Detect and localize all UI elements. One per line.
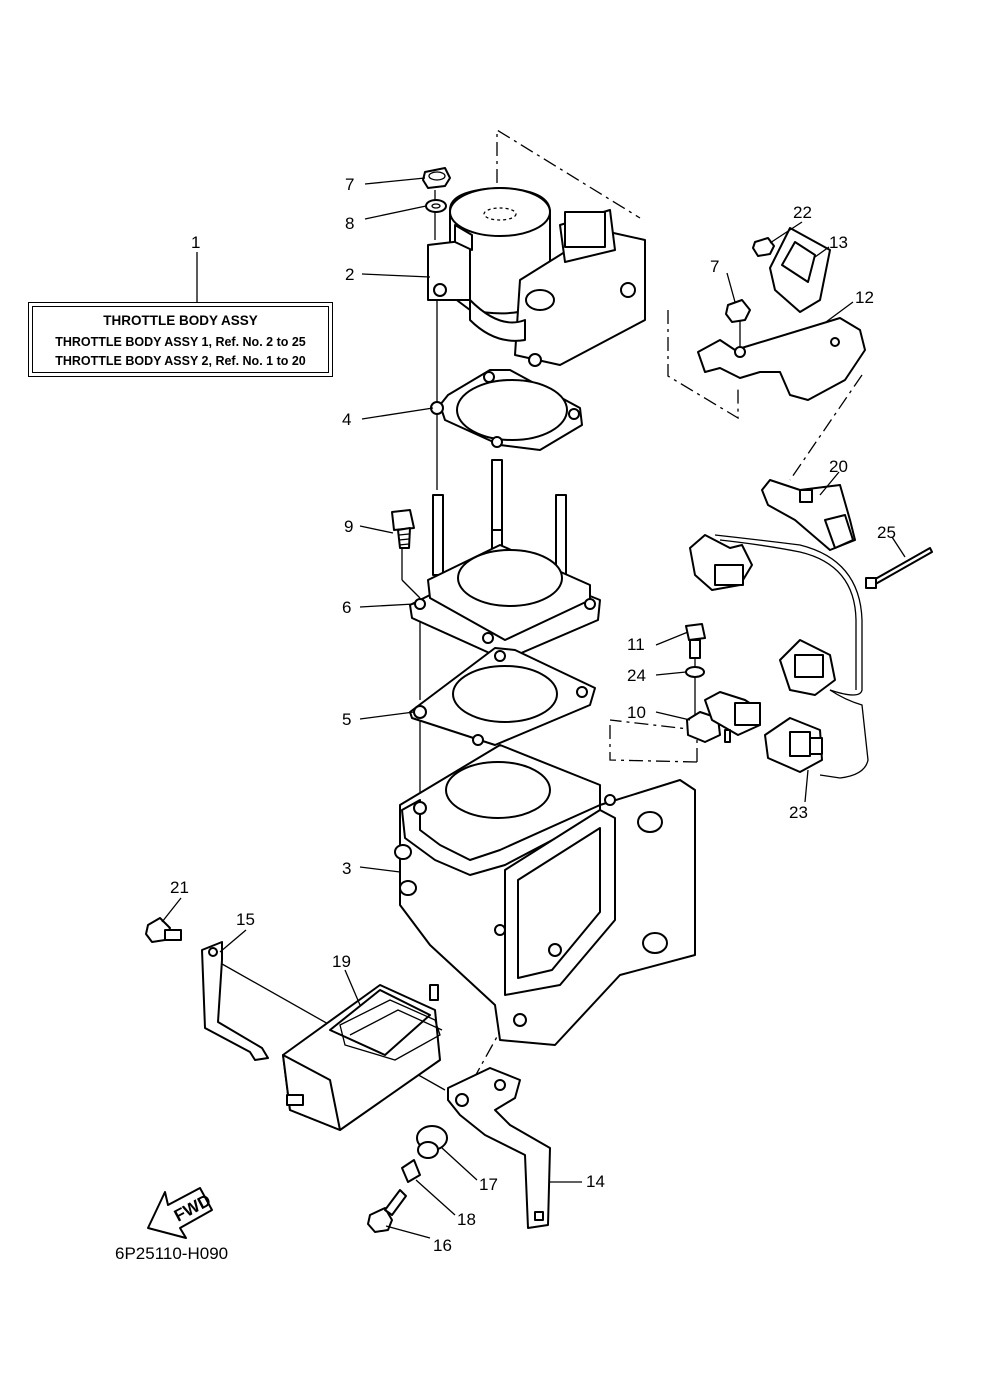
assembly-legend-box: THROTTLE BODY ASSY THROTTLE BODY ASSY 1,… [28, 302, 333, 377]
legend-inner-border: THROTTLE BODY ASSY THROTTLE BODY ASSY 1,… [32, 306, 329, 373]
callout-4: 4 [342, 410, 351, 429]
callout-20: 20 [829, 457, 848, 476]
bolt-11 [685, 623, 706, 659]
bolt-21 [145, 917, 182, 943]
nut-22 [752, 237, 775, 257]
canister-19 [282, 984, 443, 1131]
connector-23 [764, 717, 823, 773]
spacer-6 [409, 544, 601, 661]
nut-7-top [422, 167, 451, 189]
bracket-15 [201, 941, 269, 1061]
callout-5: 5 [342, 710, 351, 729]
bolt-9 [391, 509, 415, 549]
leader-lines [161, 177, 906, 1239]
callout-13: 13 [829, 233, 848, 252]
gasket-4 [430, 369, 583, 451]
bracket-12 [697, 317, 866, 401]
callout-10: 10 [627, 703, 646, 722]
callout-22: 22 [793, 203, 812, 222]
wire-harness [689, 534, 869, 779]
washer-24 [685, 666, 705, 678]
callout-8: 8 [345, 214, 354, 233]
legend-line-1: THROTTLE BODY ASSY 1, Ref. No. 2 to 25 [55, 335, 306, 349]
gasket-5 [409, 647, 596, 746]
callout-21: 21 [170, 878, 189, 897]
callout-15: 15 [236, 910, 255, 929]
legend-outer-border [28, 302, 333, 377]
intake-body-3 [394, 744, 696, 1046]
bracket-14 [447, 1067, 551, 1229]
callout-16: 16 [433, 1236, 452, 1255]
callout-25: 25 [877, 523, 896, 542]
sensor-20 [761, 479, 856, 551]
callout-19: 19 [332, 952, 351, 971]
collar-18 [401, 1159, 421, 1183]
throttle-body-part [427, 187, 646, 367]
callout-23: 23 [789, 803, 808, 822]
callout-6: 6 [342, 598, 351, 617]
callout-14: 14 [586, 1172, 605, 1191]
callout-9: 9 [344, 517, 353, 536]
washer-8 [425, 199, 447, 213]
cover-13 [769, 227, 831, 313]
callout-7-top: 7 [345, 175, 354, 194]
fwd-arrow: FWD [147, 1187, 214, 1239]
callout-18: 18 [457, 1210, 476, 1229]
callout-11: 11 [627, 635, 645, 654]
callout-labels: 1 2 3 4 5 6 7 7 8 9 10 11 12 13 14 15 16… [170, 175, 896, 1255]
callout-3: 3 [342, 859, 351, 878]
callout-1: 1 [191, 233, 200, 252]
callout-17: 17 [479, 1175, 498, 1194]
figure-code: 6P25110-H090 [115, 1244, 229, 1263]
callout-12: 12 [855, 288, 874, 307]
cable-tie-25 [865, 547, 933, 589]
grommet-17 [416, 1125, 448, 1159]
legend-line-2: THROTTLE BODY ASSY 2, Ref. No. 1 to 20 [55, 354, 306, 368]
legend-title: THROTTLE BODY ASSY [103, 313, 258, 328]
nut-7-right [725, 299, 751, 323]
callout-7-right: 7 [710, 257, 719, 276]
sensor-10 [686, 691, 761, 743]
callout-24: 24 [627, 666, 646, 685]
callout-2: 2 [345, 265, 354, 284]
